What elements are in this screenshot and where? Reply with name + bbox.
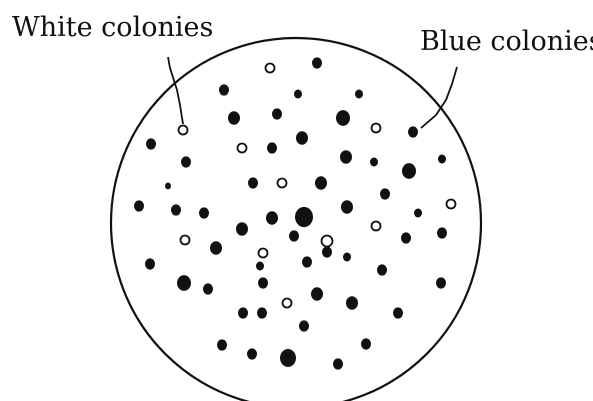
blue-colony (408, 126, 418, 137)
blue-colony (219, 84, 229, 95)
blue-colony (248, 177, 258, 188)
blue-colony (370, 158, 378, 167)
white-colony (372, 124, 381, 133)
blue-colony (438, 155, 446, 164)
blue-colony (247, 348, 257, 359)
white-colony (283, 299, 292, 308)
blue-colony (377, 264, 387, 275)
blue-colony (165, 183, 171, 190)
blue-colony (210, 241, 222, 254)
white-colony (259, 249, 268, 258)
blue-colony (355, 90, 363, 99)
white-colony (322, 236, 333, 247)
white-colonies-pointer-line (168, 57, 183, 124)
blue-colony (436, 277, 446, 288)
blue-colony (343, 253, 351, 262)
blue-colony (414, 209, 422, 218)
blue-colony (393, 307, 403, 318)
blue-colony (380, 188, 390, 199)
blue-colony (346, 296, 358, 309)
blue-colony (146, 138, 156, 149)
blue-colonies-pointer-line (421, 67, 457, 128)
blue-colony (145, 258, 155, 269)
blue-colony (177, 275, 191, 291)
white-colony (447, 200, 456, 209)
blue-colony (336, 110, 350, 126)
blue-colony (203, 283, 213, 294)
blue-colony (258, 277, 268, 288)
blue-colony (340, 150, 352, 163)
white-colony (266, 64, 275, 73)
blue-colony (171, 204, 181, 215)
blue-colony (315, 176, 327, 189)
blue-colony (228, 111, 240, 124)
blue-colony (311, 287, 323, 300)
white-colony (278, 179, 287, 188)
blue-colony (236, 222, 248, 235)
blue-colony (299, 320, 309, 331)
blue-colony (256, 262, 264, 271)
blue-colony (296, 131, 308, 144)
blue-colony (333, 358, 343, 369)
blue-colony (272, 108, 282, 119)
colonies-group (134, 57, 456, 369)
white-colonies-label: White colonies (12, 12, 213, 43)
blue-colony (401, 232, 411, 243)
blue-colony (402, 163, 416, 179)
blue-colony (289, 230, 299, 241)
blue-colony (322, 246, 332, 257)
white-colony (238, 144, 247, 153)
blue-colony (280, 349, 296, 367)
blue-colony (267, 142, 277, 153)
blue-colony (361, 338, 371, 349)
blue-colony (294, 90, 302, 99)
white-colony (372, 222, 381, 231)
blue-colony (238, 307, 248, 318)
blue-colony (257, 307, 267, 318)
white-colony (181, 236, 190, 245)
blue-colony (341, 200, 353, 213)
blue-colony (199, 207, 209, 218)
blue-colony (134, 200, 144, 211)
blue-colony (295, 207, 313, 227)
blue-colony (302, 256, 312, 267)
blue-colonies-label: Blue colonies (420, 26, 593, 57)
blue-colony (217, 339, 227, 350)
blue-colony (437, 227, 447, 238)
blue-colony (181, 156, 191, 167)
blue-colony (312, 57, 322, 68)
white-colony (179, 126, 188, 135)
blue-colony (266, 211, 278, 224)
